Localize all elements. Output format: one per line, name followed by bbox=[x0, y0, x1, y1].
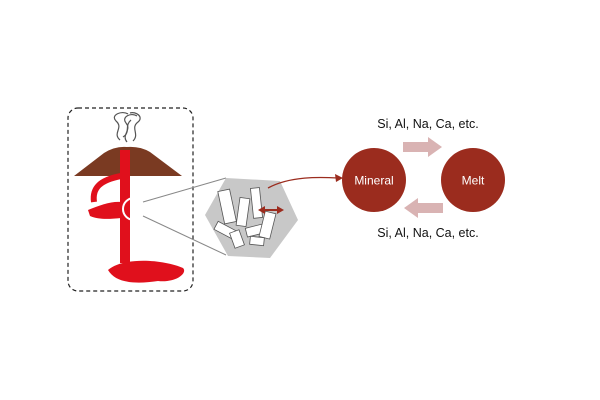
volcano-panel-border bbox=[67, 107, 194, 292]
melt-circle bbox=[441, 148, 505, 212]
zoom-line-top bbox=[142, 177, 227, 203]
connector-arrow bbox=[267, 176, 339, 189]
connector-arrowhead-icon bbox=[335, 174, 343, 182]
magma-sill bbox=[88, 201, 121, 219]
smoke-plume-icon bbox=[113, 111, 141, 143]
melt-node: Melt bbox=[441, 148, 505, 212]
arrow-mineral-to-melt bbox=[403, 137, 442, 157]
mineral-circle bbox=[342, 148, 406, 212]
melt-label: Melt bbox=[462, 174, 485, 188]
zoom-line-bottom bbox=[142, 215, 227, 256]
mineral-label: Mineral bbox=[354, 174, 393, 188]
magma-chamber bbox=[108, 260, 185, 283]
arrow-melt-to-mineral bbox=[404, 198, 443, 218]
inset-exchange-arrow-icon bbox=[258, 206, 284, 214]
crystal-inset bbox=[205, 178, 298, 258]
magma-conduit bbox=[120, 150, 130, 263]
zoom-circle bbox=[122, 197, 146, 221]
magma-dike bbox=[90, 173, 122, 203]
elements-to-melt-label: Si, Al, Na, Ca, etc. bbox=[377, 117, 478, 131]
elements-to-mineral-label: Si, Al, Na, Ca, etc. bbox=[377, 226, 478, 240]
volcano-panel bbox=[67, 107, 194, 292]
mineral-node: Mineral bbox=[342, 148, 406, 212]
